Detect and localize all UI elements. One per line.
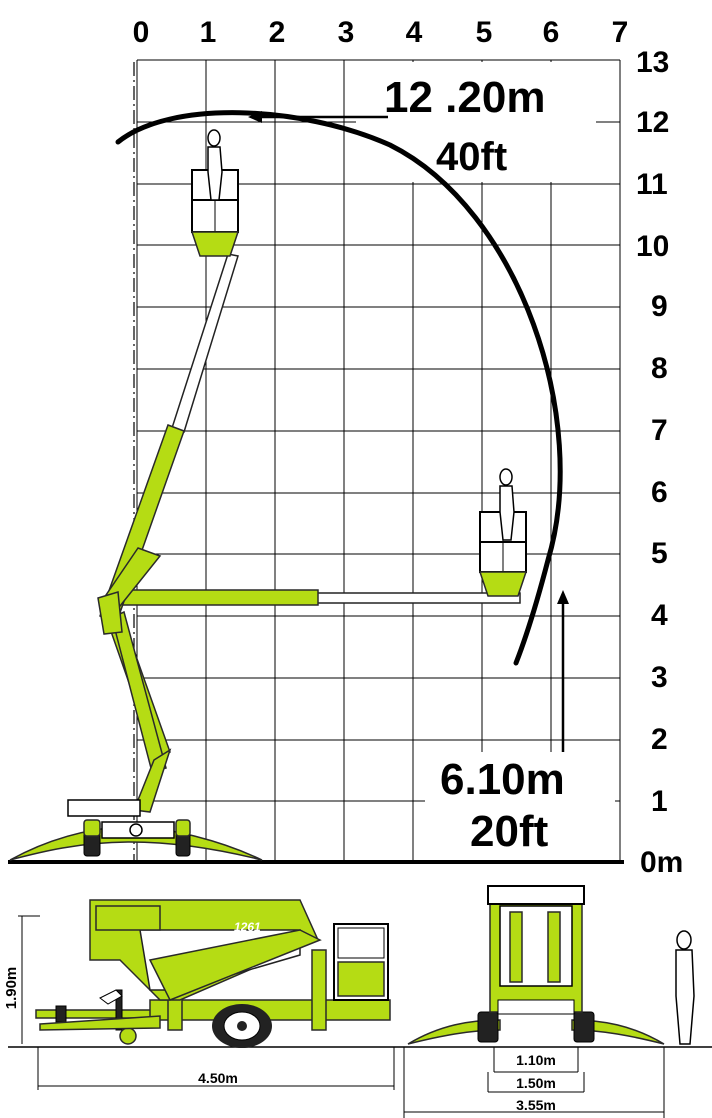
y-tick: 2 xyxy=(651,723,668,756)
y-tick: 7 xyxy=(651,414,668,447)
basket-outreach xyxy=(478,468,528,597)
x-tick: 0 xyxy=(133,16,150,49)
max-outreach-metric: 6.10m xyxy=(440,755,565,804)
y-tick: 4 xyxy=(651,599,668,632)
stowed-height-dimension: 1.90m xyxy=(3,915,40,1044)
x-tick: 7 xyxy=(612,16,629,49)
x-tick: 3 xyxy=(338,16,355,49)
max-height-metric: 12 .20m xyxy=(384,73,545,122)
y-tick: 0m xyxy=(640,846,683,879)
x-tick: 2 xyxy=(269,16,286,49)
x-tick: 1 xyxy=(200,16,217,49)
chassis xyxy=(9,799,263,861)
max-outreach-callout: 6.10m 20ft xyxy=(440,590,569,856)
x-tick: 4 xyxy=(406,16,423,49)
stowed-height-label: 1.90m xyxy=(3,967,20,1010)
length-dimension: 4.50m xyxy=(37,1047,395,1090)
y-tick: 13 xyxy=(636,46,669,79)
y-tick: 8 xyxy=(651,352,668,385)
boom-vertical xyxy=(99,253,239,626)
x-tick: 5 xyxy=(476,16,493,49)
outrigger-span-label: 3.55m xyxy=(516,1097,556,1113)
y-tick: 12 xyxy=(636,106,669,139)
max-height-imperial: 40ft xyxy=(436,135,507,179)
boom-horizontal xyxy=(121,589,521,606)
max-outreach-imperial: 20ft xyxy=(470,807,549,856)
y-axis: 0m 1 2 3 4 5 6 7 8 9 10 11 12 13 xyxy=(636,46,683,879)
y-tick: 3 xyxy=(651,661,668,694)
y-tick: 9 xyxy=(651,290,668,323)
working-envelope-curve xyxy=(115,110,563,666)
y-tick: 1 xyxy=(651,785,668,818)
length-label: 4.50m xyxy=(198,1070,238,1086)
width-dimensions: 1.10m 1.50m 3.55m xyxy=(403,1047,665,1118)
lower-arms xyxy=(97,547,172,813)
width-label: 1.50m xyxy=(516,1075,556,1091)
human-scale-figure xyxy=(675,930,695,1045)
transport-front-view xyxy=(407,885,665,1045)
brand-decal: 1261 xyxy=(234,920,261,934)
y-tick: 11 xyxy=(636,168,668,201)
transport-side-view: 1261 xyxy=(35,899,391,1048)
y-tick: 10 xyxy=(636,230,669,263)
x-axis: 0 1 2 3 4 5 6 7 xyxy=(133,16,629,49)
basket-raised xyxy=(190,129,240,257)
track-width-label: 1.10m xyxy=(516,1052,556,1068)
y-tick: 6 xyxy=(651,476,668,509)
y-tick: 5 xyxy=(651,537,668,570)
max-height-callout: 12 .20m 40ft xyxy=(248,73,545,179)
x-tick: 6 xyxy=(543,16,560,49)
